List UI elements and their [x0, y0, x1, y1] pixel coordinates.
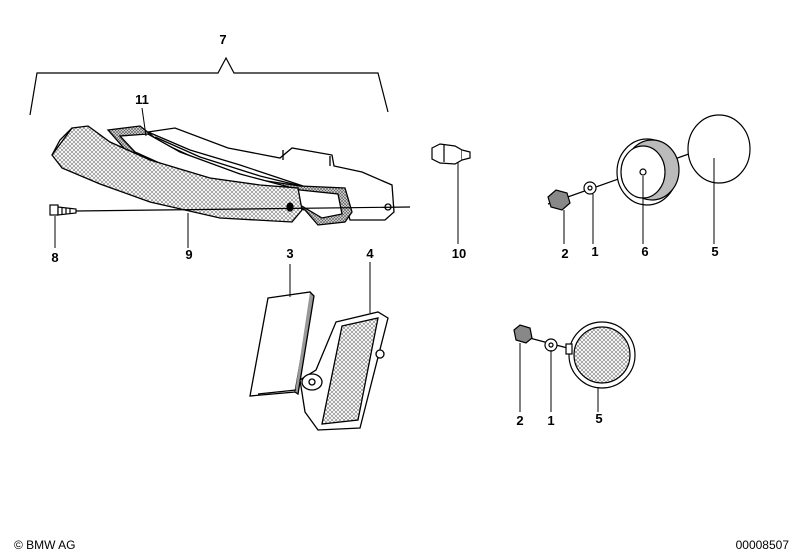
callout-10: 10 — [452, 246, 466, 261]
callout-1-lower: 1 — [547, 413, 554, 428]
callout-5-upper: 5 — [711, 244, 718, 259]
side-marker-light-assembly — [51, 125, 395, 226]
callout-9: 9 — [185, 247, 192, 262]
bulb-10 — [431, 143, 471, 165]
callout-8: 8 — [51, 250, 58, 265]
copyright-notice: © BMW AG — [14, 538, 76, 552]
callout-11: 11 — [135, 92, 149, 107]
callout-7: 7 — [219, 32, 226, 47]
lamp-housing — [145, 127, 395, 221]
round-reflector-lower — [513, 321, 636, 389]
callout-2-upper: 2 — [561, 246, 568, 261]
callout-1-upper: 1 — [591, 244, 598, 259]
round-reflector-upper — [547, 114, 751, 211]
screw-8 — [49, 204, 411, 216]
leader-lines — [54, 107, 715, 412]
callout-6: 6 — [641, 244, 648, 259]
assembly-bracket — [29, 56, 389, 116]
callout-3: 3 — [286, 246, 293, 261]
lens — [51, 125, 303, 223]
reflector-insert-3 — [249, 291, 315, 397]
callout-4: 4 — [366, 246, 374, 261]
callout-2-lower: 2 — [516, 413, 523, 428]
reflector-frame-4 — [299, 311, 389, 431]
callout-5-lower: 5 — [595, 411, 602, 426]
document-number: 00008507 — [735, 538, 789, 552]
